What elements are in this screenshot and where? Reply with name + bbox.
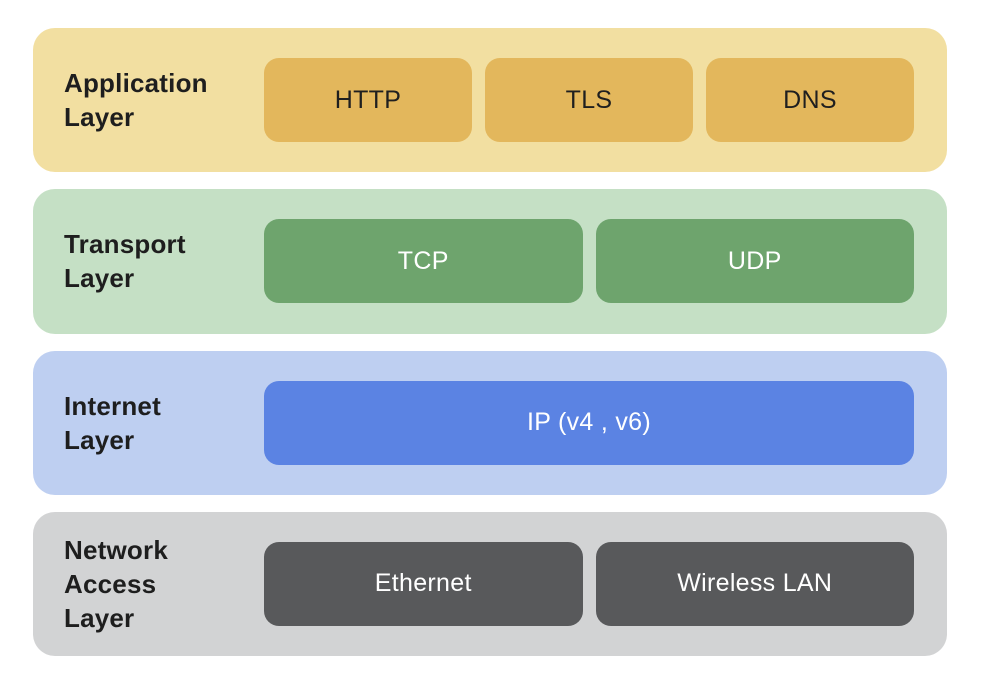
layer-label-transport: Transport Layer bbox=[64, 229, 186, 294]
protocol-box-udp: UDP bbox=[595, 219, 914, 304]
transport-protocol-boxes: TCP UDP bbox=[264, 219, 914, 304]
protocol-box-http: HTTP bbox=[264, 58, 472, 143]
layer-label-network-access: Network Access Layer bbox=[64, 534, 168, 633]
internet-protocol-boxes: IP (v4 , v6) bbox=[264, 380, 914, 465]
protocol-box-ethernet: Ethernet bbox=[264, 541, 583, 626]
layer-panel-network-access: Network Access Layer Ethernet Wireless L… bbox=[33, 511, 947, 656]
layer-label-application: Application Layer bbox=[64, 68, 208, 133]
network-access-protocol-boxes: Ethernet Wireless LAN bbox=[264, 541, 914, 626]
layer-panel-transport: Transport Layer TCP UDP bbox=[33, 189, 947, 334]
protocol-box-ip: IP (v4 , v6) bbox=[264, 380, 914, 465]
layer-label-internet: Internet Layer bbox=[64, 390, 161, 455]
application-protocol-boxes: HTTP TLS DNS bbox=[264, 58, 914, 143]
protocol-box-tls: TLS bbox=[485, 58, 693, 143]
protocol-box-wireless-lan: Wireless LAN bbox=[595, 541, 914, 626]
protocol-box-tcp: TCP bbox=[264, 219, 583, 304]
layer-panel-application: Application Layer HTTP TLS DNS bbox=[33, 28, 947, 173]
protocol-box-dns: DNS bbox=[706, 58, 914, 143]
layer-panel-internet: Internet Layer IP (v4 , v6) bbox=[33, 350, 947, 495]
